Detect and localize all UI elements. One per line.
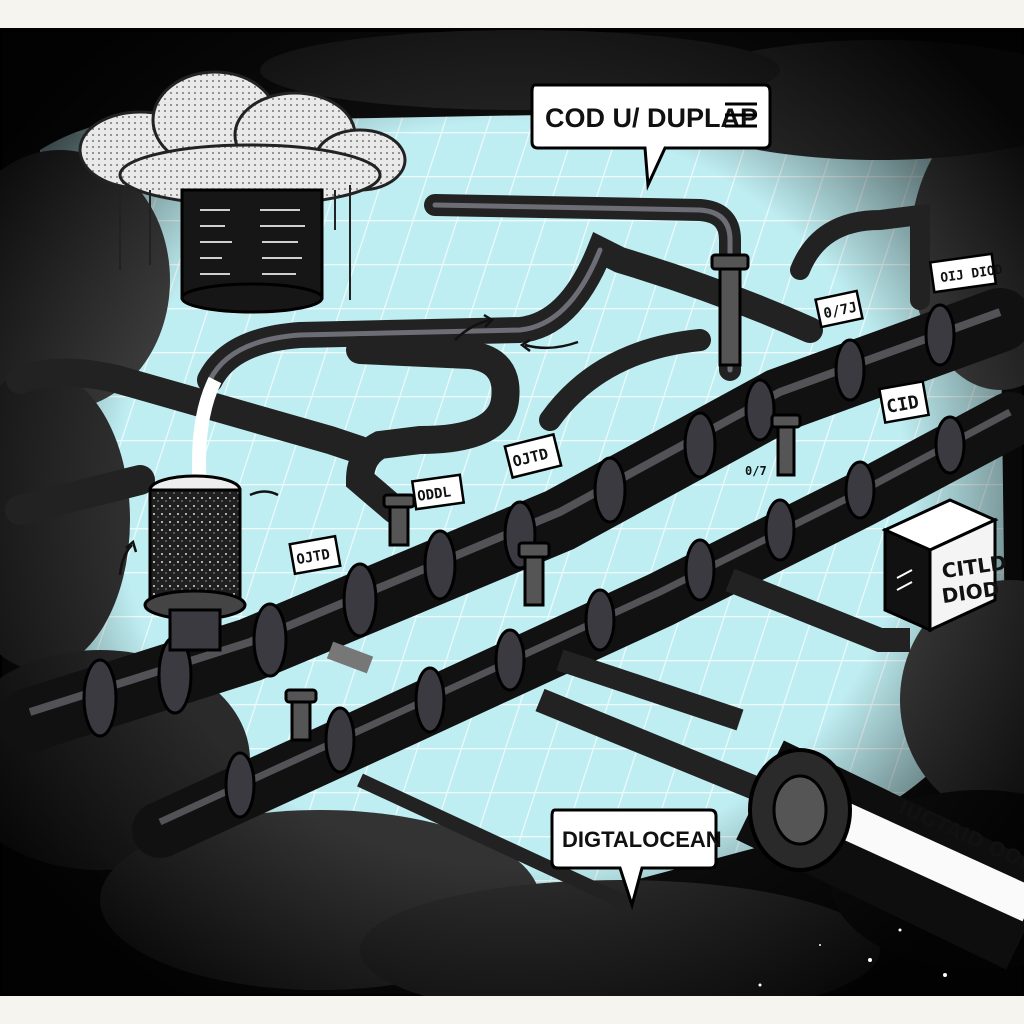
database-icon [180, 188, 324, 314]
bottom-callout: DIGTALOCEAN [550, 808, 722, 911]
bottom-callout-text: DIGTALOCEAN [562, 827, 722, 852]
svg-text:OJTD: OJTD [295, 547, 331, 569]
pipe-tag-center-left: ODDL [410, 473, 466, 511]
filter-canister-icon [143, 376, 247, 652]
foreground-pipe [736, 740, 1024, 970]
pipe-tag-right-mid: 0/7J [814, 289, 864, 329]
arrow-icon [118, 313, 579, 576]
pipe-tag-valve-small: 0/7 [745, 464, 767, 478]
pipe-tag-right-label: CID [877, 379, 931, 425]
pipe-tag-left: OJTD [288, 534, 342, 576]
svg-text:0/7: 0/7 [745, 464, 767, 478]
branch-pipes [326, 568, 910, 912]
upper-pipe-network [5, 194, 930, 525]
main-pipe-middle [132, 392, 1024, 858]
svg-text:ODDL: ODDL [416, 484, 452, 505]
box-icon [881, 498, 999, 633]
pipe-flanges [82, 303, 966, 819]
top-callout: COD U/ DUPLAP [530, 83, 772, 191]
top-callout-text: COD U/ DUPLAP [545, 103, 758, 133]
valve-icon [284, 253, 802, 742]
pipe-tag-right-top: OIJ DIOD [928, 252, 1004, 294]
svg-text:0/7J: 0/7J [822, 299, 858, 322]
bottom-margin [0, 996, 1024, 1024]
pipe-tag-center-upper: OJTD [503, 432, 563, 480]
